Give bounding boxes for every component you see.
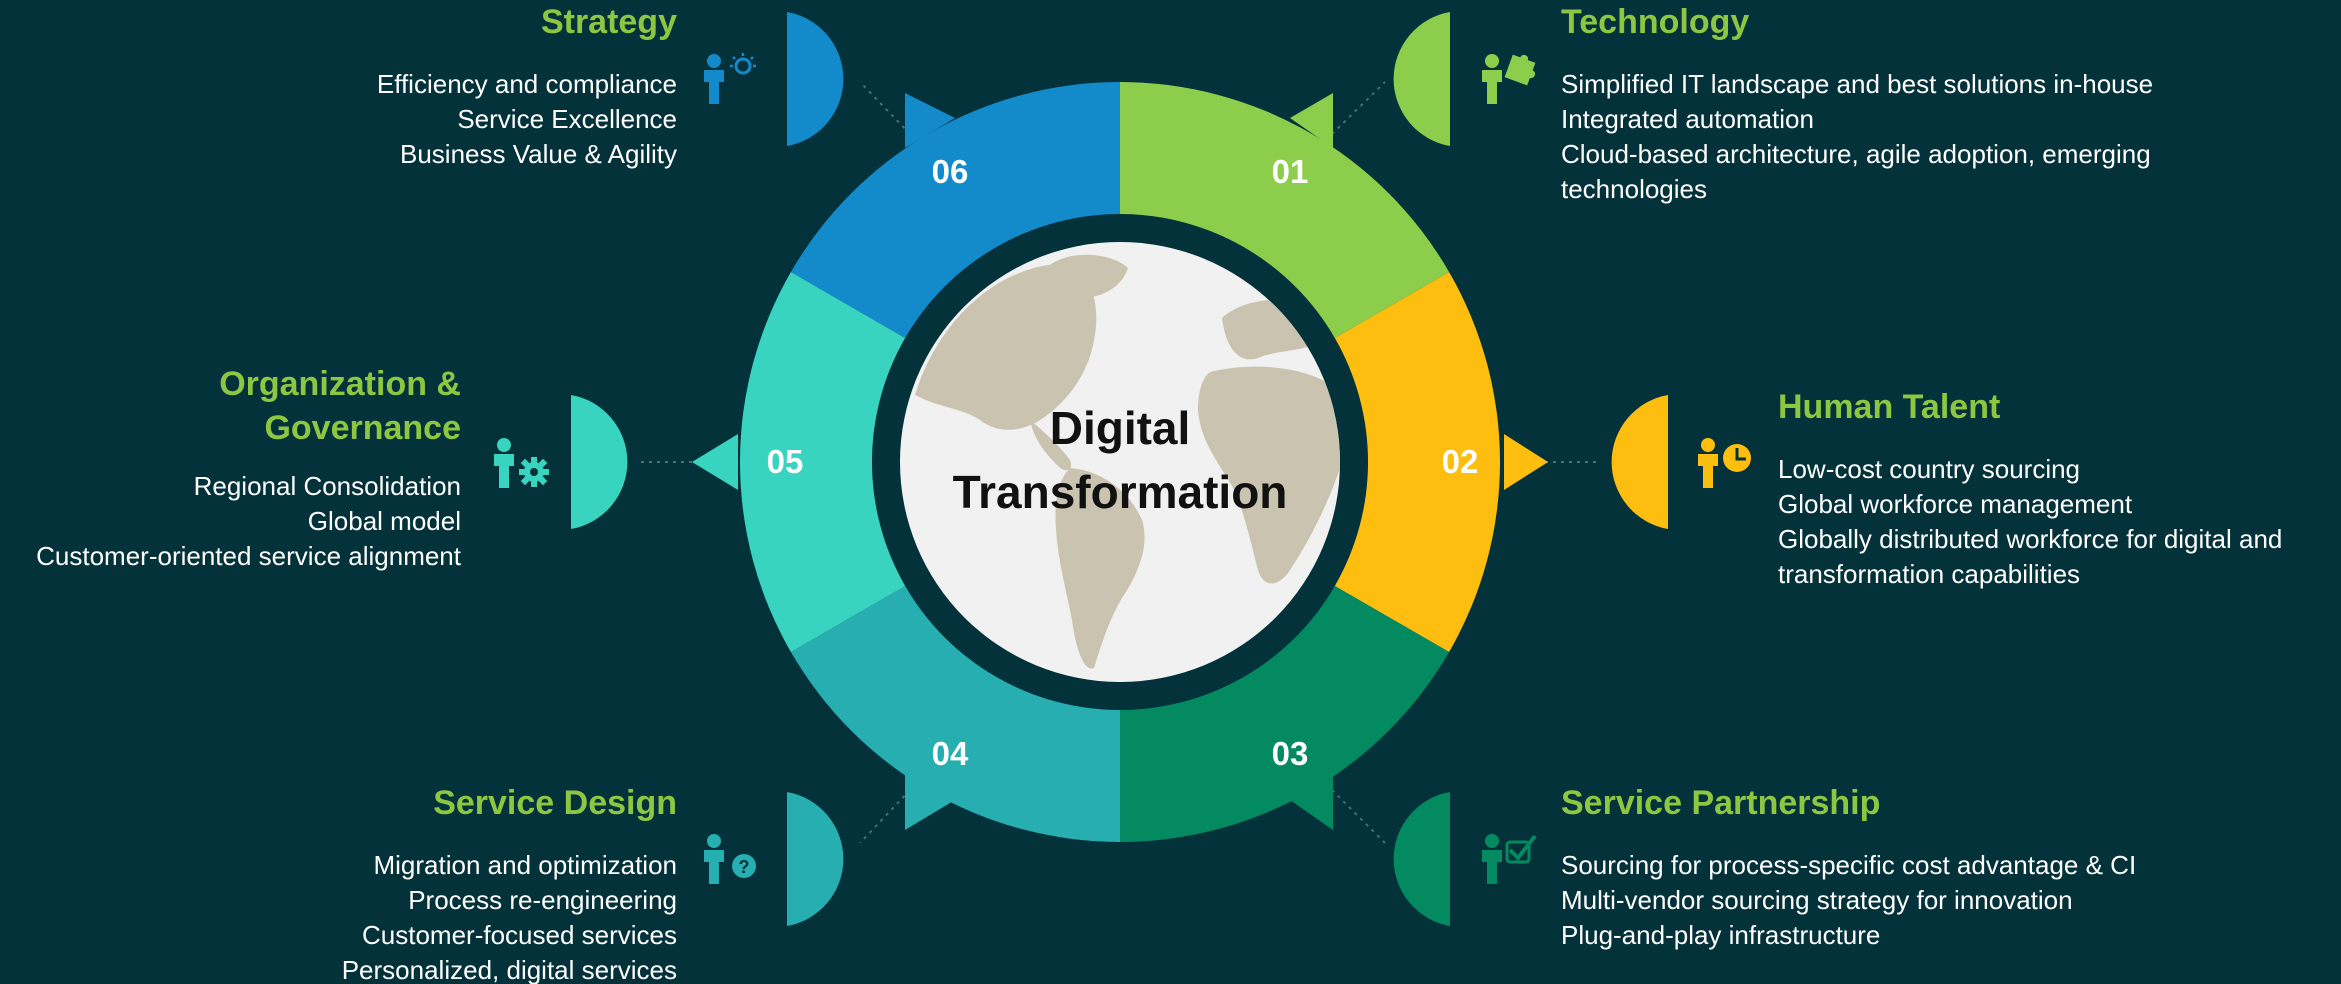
service-partnership-item: Sourcing for process-specific cost advan… bbox=[1561, 850, 2137, 880]
person-gear-icon bbox=[494, 438, 549, 488]
organization-governance-title-line-2: Governance bbox=[264, 409, 461, 447]
svg-text:?: ? bbox=[739, 857, 750, 877]
half-circle-03 bbox=[1393, 792, 1450, 926]
service-partnership-title: Service Partnership bbox=[1561, 784, 1881, 822]
segment-number-01: 01 bbox=[1271, 153, 1309, 190]
service-design-item: Migration and optimization bbox=[373, 850, 678, 880]
organization-governance-items: Regional Consolidation Global model Cust… bbox=[36, 469, 461, 574]
connector-line-04 bbox=[859, 789, 911, 844]
strategy-items: Efficiency and compliance Service Excell… bbox=[377, 67, 677, 172]
person-clock-icon bbox=[1698, 438, 1751, 488]
service-design-item: Customer-focused services bbox=[362, 920, 677, 950]
person-question-icon: ? bbox=[704, 834, 756, 884]
human-talent-title: Human Talent bbox=[1778, 388, 2001, 426]
technology-item: Cloud-based architecture, agile adoption… bbox=[1561, 139, 2151, 204]
service-design-item: Personalized, digital services bbox=[341, 955, 677, 984]
segment-number-04: 04 bbox=[931, 735, 969, 772]
technology-item: Simplified IT landscape and best solutio… bbox=[1561, 69, 2154, 99]
ring-segment-strategy bbox=[790, 81, 1120, 338]
service-design-items: Migration and optimization Process re-en… bbox=[342, 848, 677, 984]
human-talent-item: Low-cost country sourcing bbox=[1778, 454, 2081, 484]
segment-number-03: 03 bbox=[1271, 735, 1309, 772]
human-talent-items: Low-cost country sourcing Global workfor… bbox=[1778, 452, 2333, 592]
pointer-03 bbox=[1290, 775, 1333, 830]
ring-segment-service-design bbox=[790, 586, 1120, 842]
pointer-01 bbox=[1290, 93, 1333, 148]
ring-segment-service-partnership bbox=[1120, 586, 1450, 842]
connector-line-03 bbox=[1331, 789, 1386, 844]
globe-icon bbox=[900, 242, 1340, 682]
person-lightbulb-icon bbox=[704, 53, 756, 104]
half-circle-01 bbox=[1393, 12, 1450, 146]
pointer-06 bbox=[905, 93, 955, 148]
service-design-item: Process re-engineering bbox=[408, 885, 677, 915]
pointer-02 bbox=[1504, 434, 1548, 490]
service-partnership-item: Multi-vendor sourcing strategy for innov… bbox=[1561, 885, 2073, 915]
half-circle-04 bbox=[787, 792, 844, 926]
connector-lines bbox=[640, 81, 1600, 844]
strategy-title: Strategy bbox=[540, 3, 677, 41]
connector-line-06 bbox=[859, 81, 911, 135]
technology-items: Simplified IT landscape and best solutio… bbox=[1561, 67, 2221, 207]
center-title-line-1: Digital bbox=[1049, 402, 1191, 454]
person-puzzle-icon bbox=[1482, 54, 1536, 104]
service-partnership-items: Sourcing for process-specific cost advan… bbox=[1561, 848, 2136, 953]
organization-governance-item: Regional Consolidation bbox=[193, 471, 461, 501]
segment-number-06: 06 bbox=[931, 153, 969, 190]
center-title-line-2: Transformation bbox=[952, 466, 1288, 518]
segment-number-05: 05 bbox=[766, 443, 804, 480]
technology-title: Technology bbox=[1561, 3, 1750, 41]
strategy-item: Service Excellence bbox=[457, 104, 677, 134]
service-design-title: Service Design bbox=[433, 784, 677, 822]
center-title: Digital Transformation bbox=[900, 396, 1340, 524]
organization-governance-title-line-1: Organization & bbox=[219, 365, 461, 403]
service-partnership-item: Plug-and-play infrastructure bbox=[1561, 920, 1881, 950]
organization-governance-title: Organization & Governance bbox=[219, 362, 461, 450]
pointer-04 bbox=[905, 775, 955, 830]
connector-line-01 bbox=[1331, 81, 1386, 135]
segment-number-02: 02 bbox=[1441, 443, 1479, 480]
human-talent-item: Global workforce management bbox=[1778, 489, 2133, 519]
ring-segment-organization-governance bbox=[739, 272, 906, 652]
ring-segments bbox=[739, 81, 1501, 842]
strategy-item: Business Value & Agility bbox=[400, 139, 677, 169]
technology-item: Integrated automation bbox=[1561, 104, 1814, 134]
person-checkmark-icon bbox=[1482, 834, 1537, 884]
ring-segment-technology bbox=[1120, 82, 1450, 338]
strategy-item: Efficiency and compliance bbox=[376, 69, 677, 99]
organization-governance-item: Global model bbox=[307, 506, 461, 536]
pointer-05 bbox=[692, 434, 738, 490]
half-circle-06 bbox=[787, 12, 844, 146]
organization-governance-item: Customer-oriented service alignment bbox=[36, 541, 461, 571]
human-talent-item: Globally distributed workforce for digit… bbox=[1778, 524, 2283, 589]
half-circle-05 bbox=[571, 395, 628, 529]
ring-segment-human-talent bbox=[1334, 272, 1501, 652]
half-circle-02 bbox=[1611, 395, 1668, 529]
